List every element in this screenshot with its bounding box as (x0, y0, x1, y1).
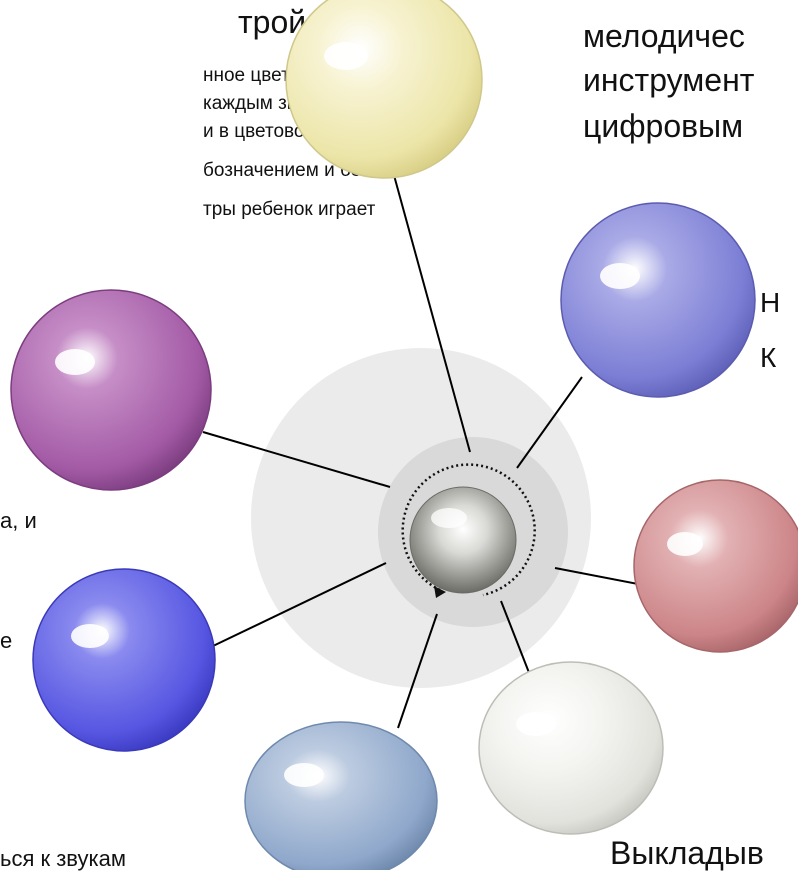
silver-sphere-icon (409, 486, 517, 594)
white-ball (478, 661, 664, 835)
connector-line (391, 167, 471, 453)
connector-line (202, 431, 391, 488)
connector-line (397, 613, 438, 729)
connector-lines (202, 167, 639, 729)
purple-ball (10, 289, 212, 491)
connector-line (212, 562, 387, 647)
dotted-rotation-arrow-icon (401, 463, 536, 598)
rose-ball (633, 479, 798, 653)
heading-right-line: цифровым (583, 108, 744, 144)
steel-blue-ball (244, 721, 438, 870)
side-left-fragment: а, и (0, 508, 37, 533)
lavender-ball (560, 202, 756, 398)
side-right-letter: К (760, 342, 777, 373)
connector-line (516, 376, 583, 469)
bottom-left-fragment: ься к звукам (0, 846, 126, 871)
yellow-ball (285, 0, 483, 179)
paragraph-line: и в цветовом (203, 121, 318, 142)
paragraph-line: бозначением и без (203, 160, 370, 181)
bottom-right-heading: Выкладыв (610, 835, 764, 871)
heading-right-line: инструмент (583, 62, 755, 98)
side-right-letter: Н (760, 287, 781, 318)
side-left-fragment: е (0, 628, 13, 653)
blue-ball (32, 568, 216, 752)
heading-right-line: мелодичес (583, 18, 745, 54)
connector-line (554, 567, 639, 585)
paragraph-line: тры ребенок играет (203, 199, 376, 220)
